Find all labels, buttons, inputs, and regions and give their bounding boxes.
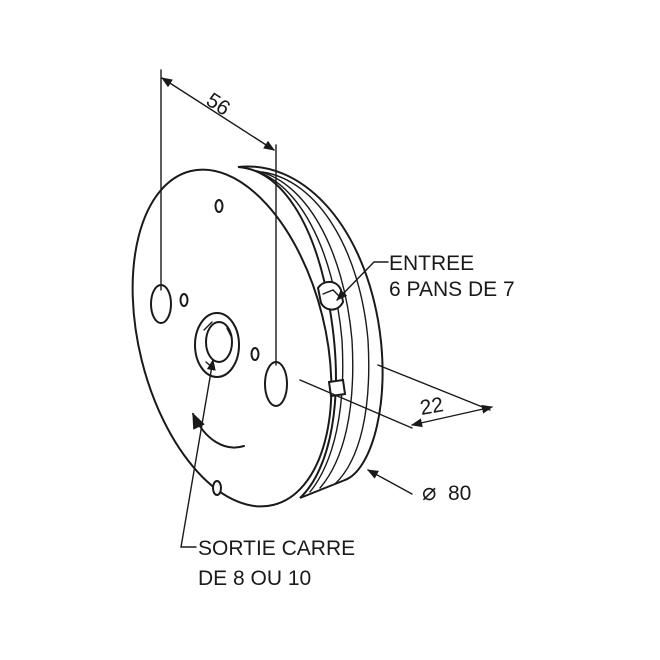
drum-side xyxy=(237,165,384,499)
square-output-hub xyxy=(194,312,240,378)
pin-hole-left xyxy=(179,293,189,307)
diameter-symbol: ⌀ xyxy=(422,479,436,506)
sortie-label-line2: DE 8 OU 10 xyxy=(198,567,311,590)
entree-callout: ENTREE 6 PANS DE 7 xyxy=(336,252,515,301)
diameter-80: ⌀ 80 xyxy=(367,469,471,506)
mounting-hole-lower xyxy=(264,361,288,407)
pin-hole-bottom xyxy=(212,480,222,496)
pin-hole-top xyxy=(214,199,224,213)
sortie-callout: SORTIE CARRE DE 8 OU 10 xyxy=(180,358,355,590)
pin-hole-right xyxy=(250,347,260,361)
entree-label-line1: ENTREE xyxy=(389,252,474,275)
entree-label-line2: 6 PANS DE 7 xyxy=(389,278,515,301)
dimension-56-text: 56 xyxy=(202,89,234,121)
dimension-22-text: 22 xyxy=(418,393,445,420)
sortie-label-line1: SORTIE CARRE xyxy=(198,537,355,560)
rotation-arrow xyxy=(192,412,245,449)
diameter-80-text: 80 xyxy=(448,482,471,505)
hex-input-socket xyxy=(316,280,347,398)
dimension-22: 22 xyxy=(299,364,494,429)
